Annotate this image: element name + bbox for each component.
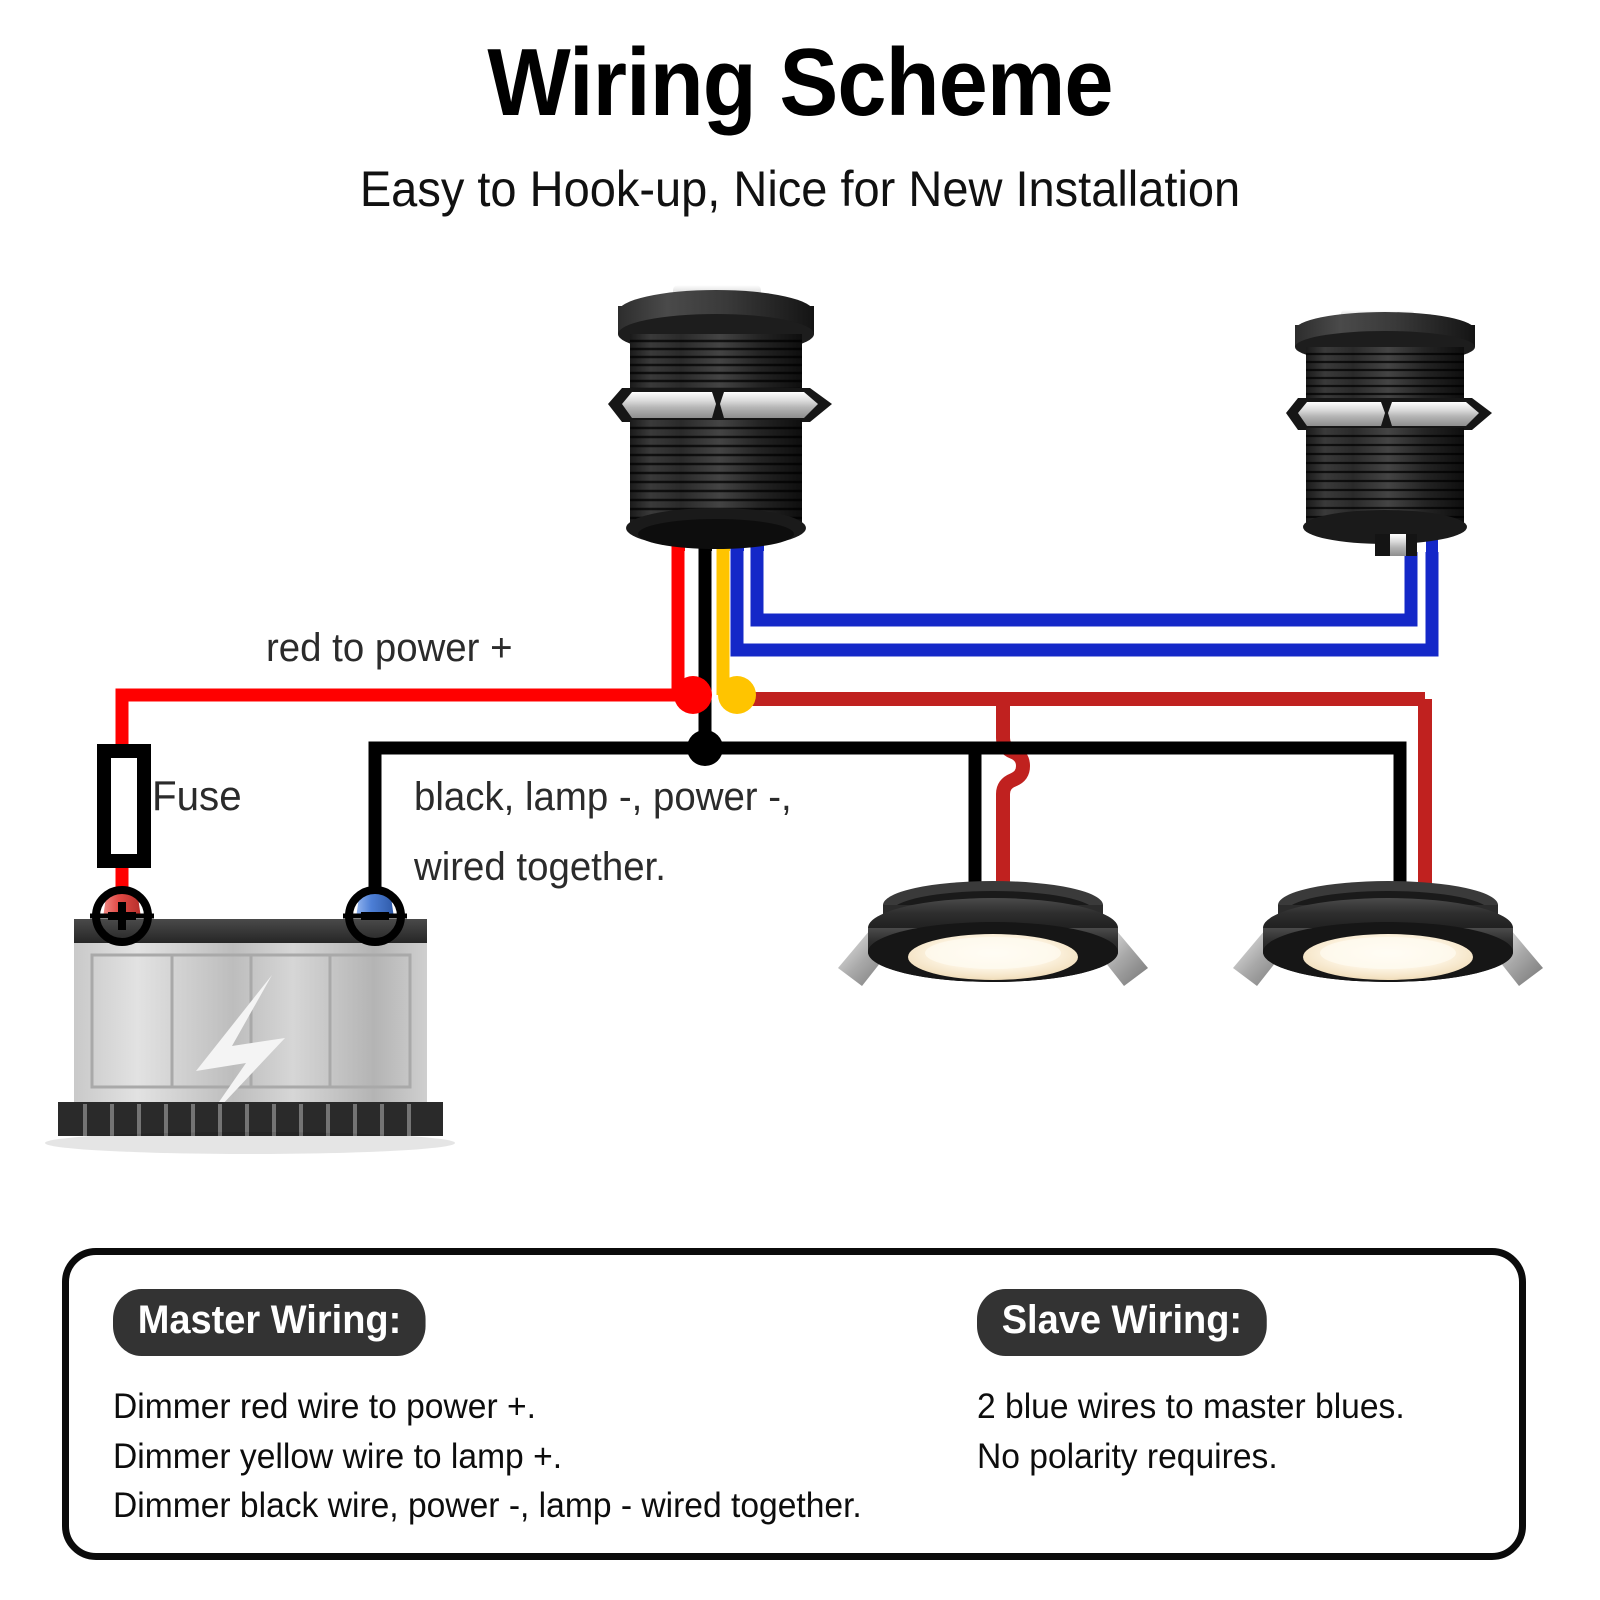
master-wiring-lines: Dimmer red wire to power +. Dimmer yello… <box>113 1382 973 1531</box>
yellow-junction-dot <box>718 676 756 714</box>
master-wiring-line: Dimmer black wire, power -, lamp - wired… <box>113 1486 862 1526</box>
label-black-line-1: black, lamp -, power -, <box>414 775 792 819</box>
legend-slave-column: Slave Wiring: 2 blue wires to master blu… <box>977 1289 1497 1481</box>
master-dimmer-switch[interactable] <box>608 285 832 551</box>
label-black-line-2: wired together. <box>414 845 666 889</box>
battery-base <box>58 1102 443 1136</box>
master-wiring-heading: Master Wiring: <box>113 1289 426 1356</box>
page-title: Wiring Scheme <box>487 29 1113 136</box>
label-red-to-power: red to power + <box>266 626 513 670</box>
black-negative-bus <box>368 741 1407 900</box>
black-junction-dot <box>687 730 723 766</box>
inline-fuse <box>97 744 151 868</box>
blue-wire-inner <box>750 545 1418 627</box>
battery <box>45 886 455 1154</box>
battery-shadow <box>45 1132 455 1154</box>
master-wiring-line: Dimmer yellow wire to lamp +. <box>113 1436 563 1476</box>
label-fuse: Fuse <box>152 772 242 819</box>
page-subtitle: Easy to Hook-up, Nice for New Installati… <box>359 161 1241 217</box>
wire-harness <box>115 545 1439 900</box>
red-junction-dot <box>674 676 712 714</box>
slave-wiring-line: No polarity requires. <box>977 1436 1278 1476</box>
slave-hex-nut <box>1286 398 1492 430</box>
slave-wiring-lines: 2 blue wires to master blues. No polarit… <box>977 1382 1497 1481</box>
led-puck-light-left <box>838 881 1148 986</box>
legend-master-column: Master Wiring: Dimmer red wire to power … <box>113 1289 973 1531</box>
led-puck-light-right <box>1233 881 1543 986</box>
battery-positive-terminal <box>90 886 154 946</box>
battery-negative-post <box>356 890 394 918</box>
slave-wiring-line: 2 blue wires to master blues. <box>977 1387 1405 1426</box>
slave-wiring-heading: Slave Wiring: <box>977 1289 1267 1356</box>
master-wiring-line: Dimmer red wire to power +. <box>113 1387 536 1426</box>
master-hex-nut <box>608 388 832 422</box>
battery-base-ridges <box>83 1104 411 1136</box>
blue-wire-outer <box>730 545 1439 657</box>
lamp-left-positive-wire <box>996 699 1031 888</box>
slave-dimmer-switch[interactable] <box>1286 310 1492 558</box>
slave-blue-wire-stub-2 <box>1426 538 1438 558</box>
slave-base-collar <box>1303 510 1467 544</box>
lightning-bolt-icon <box>196 975 285 1125</box>
legend-box: Master Wiring: Dimmer red wire to power … <box>62 1248 1526 1560</box>
battery-negative-terminal <box>343 886 407 946</box>
